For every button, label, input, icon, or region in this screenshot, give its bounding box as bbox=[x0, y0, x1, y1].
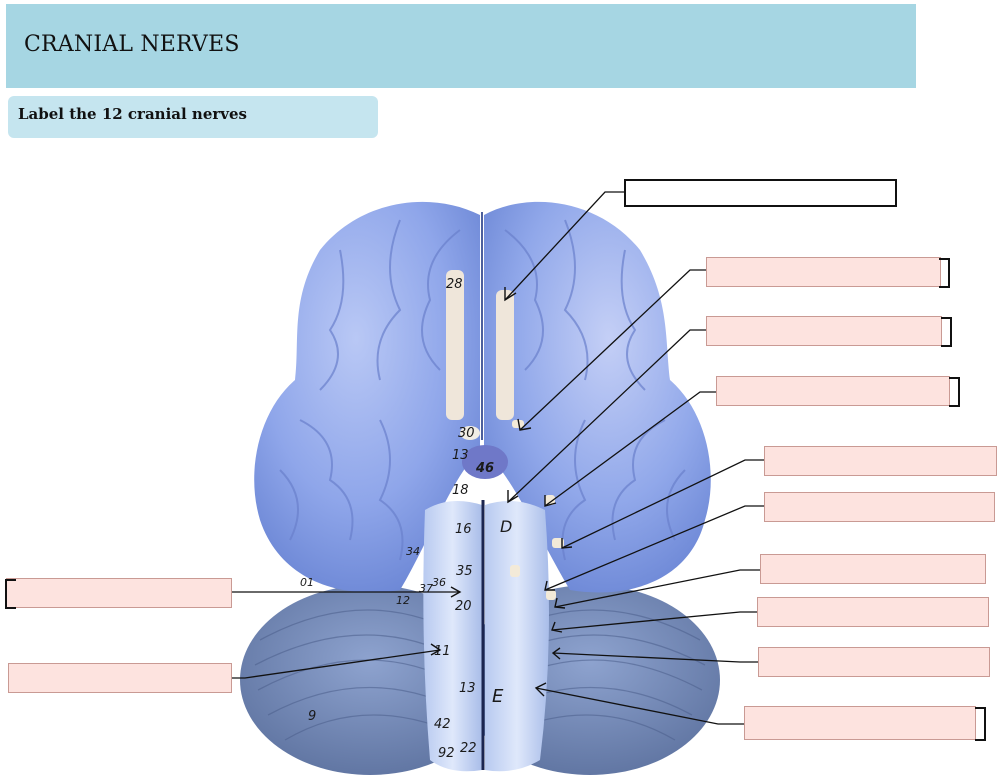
answer-box-top[interactable] bbox=[624, 179, 897, 207]
instruction-box: Label the 12 cranial nerves bbox=[8, 96, 378, 138]
model-label-01: 01 bbox=[300, 576, 314, 589]
model-label-28: 28 bbox=[446, 277, 463, 292]
answer-box-r9[interactable] bbox=[744, 706, 986, 741]
answer-box-r1[interactable] bbox=[706, 257, 950, 288]
answer-box-l2[interactable] bbox=[8, 663, 232, 693]
right-hemisphere bbox=[484, 201, 711, 593]
model-label-30: 30 bbox=[458, 426, 475, 441]
model-label-37: 37 bbox=[419, 582, 433, 595]
model-label-16: 16 bbox=[455, 522, 472, 537]
header-bar: CRANIAL NERVES bbox=[6, 4, 916, 88]
answer-box-r5[interactable] bbox=[764, 492, 995, 522]
answer-box-r6[interactable] bbox=[760, 554, 986, 584]
left-hemisphere bbox=[254, 201, 480, 593]
answer-box-r4[interactable] bbox=[764, 446, 997, 476]
page-title: CRANIAL NERVES bbox=[24, 32, 240, 57]
pointer-lines bbox=[232, 191, 764, 725]
answer-box-l1[interactable] bbox=[5, 578, 232, 609]
model-label-13b: 13 bbox=[459, 681, 476, 696]
model-label-18: 18 bbox=[452, 483, 469, 498]
model-label-13a: 13 bbox=[452, 448, 469, 463]
model-label-35: 35 bbox=[456, 564, 473, 579]
model-label-9: 9 bbox=[308, 709, 316, 724]
model-label-20: 20 bbox=[455, 599, 472, 614]
answer-box-r8[interactable] bbox=[758, 647, 990, 677]
answer-box-r2[interactable] bbox=[706, 316, 952, 347]
model-label-11: 11 bbox=[434, 644, 451, 659]
answer-box-r3[interactable] bbox=[716, 376, 960, 407]
instruction-text: Label the 12 cranial nerves bbox=[18, 105, 247, 123]
model-label-36: 36 bbox=[432, 576, 446, 589]
brainstem bbox=[423, 420, 564, 772]
model-label-12: 12 bbox=[396, 594, 410, 607]
model-label-92: 92 bbox=[438, 746, 455, 761]
model-label-D: D bbox=[500, 517, 512, 536]
model-label-34: 34 bbox=[406, 545, 420, 558]
answer-box-r7[interactable] bbox=[757, 597, 989, 627]
model-label-46: 46 bbox=[475, 461, 494, 476]
model-label-22: 22 bbox=[460, 741, 477, 756]
model-label-42: 42 bbox=[434, 717, 451, 732]
model-label-E: E bbox=[492, 686, 504, 707]
